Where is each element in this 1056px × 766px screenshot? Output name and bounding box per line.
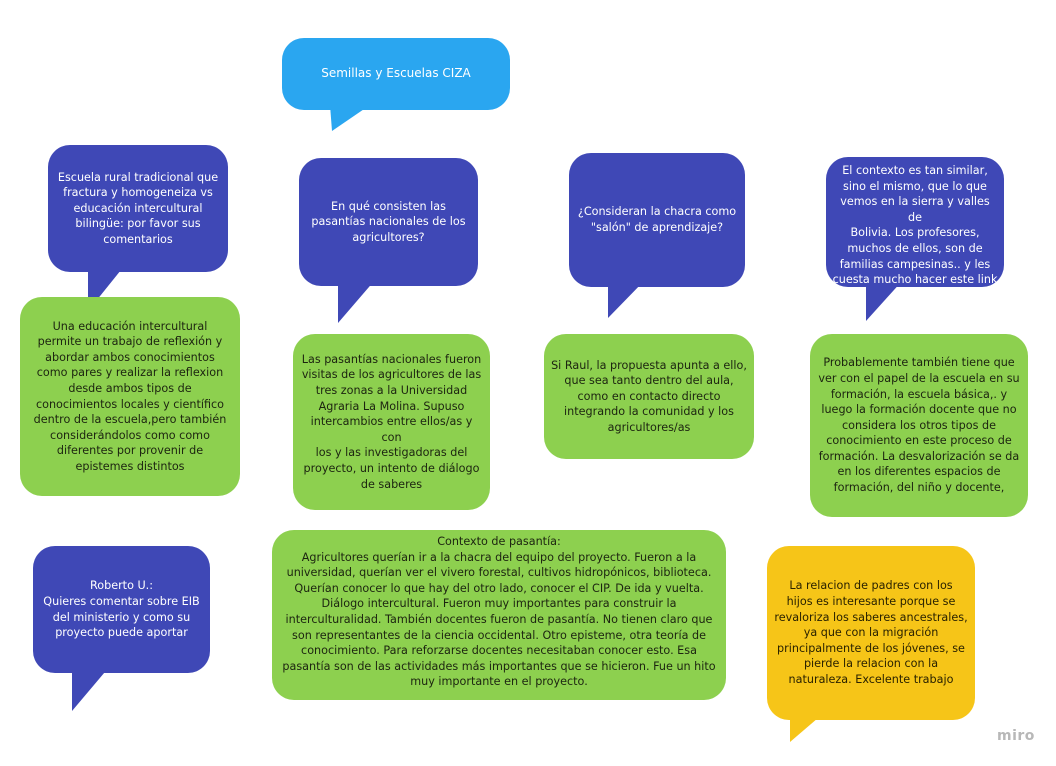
question-note-2[interactable]: En qué consisten las pasantías nacionale… bbox=[299, 158, 478, 286]
question-note-5[interactable]: Roberto U.: Quieres comentar sobre EIB d… bbox=[33, 546, 210, 673]
question-5-tail bbox=[72, 666, 110, 711]
question-note-1[interactable]: Escuela rural tradicional que fractura y… bbox=[48, 145, 228, 272]
title-note[interactable]: Semillas y Escuelas CIZA bbox=[282, 38, 510, 110]
question-note-4[interactable]: El contexto es tan similar, sino el mism… bbox=[826, 157, 1004, 287]
question-4-tail bbox=[866, 280, 903, 321]
context-note[interactable]: Contexto de pasantía: Agricultores querí… bbox=[272, 530, 726, 700]
title-note-tail bbox=[330, 105, 370, 131]
question-3-tail bbox=[608, 280, 645, 318]
answer-note-4[interactable]: Probablemente también tiene que ver con … bbox=[810, 334, 1028, 517]
answer-note-3[interactable]: Si Raul, la propuesta apunta a ello, que… bbox=[544, 334, 754, 459]
comment-note[interactable]: La relacion de padres con los hijos es i… bbox=[767, 546, 975, 720]
question-note-3[interactable]: ¿Consideran la chacra como "salón" de ap… bbox=[569, 153, 745, 287]
miro-watermark: miro bbox=[997, 728, 1035, 744]
answer-note-2[interactable]: Las pasantías nacionales fueron visitas … bbox=[293, 334, 490, 510]
answer-note-1[interactable]: Una educación intercultural permite un t… bbox=[20, 297, 240, 496]
question-2-tail bbox=[338, 280, 375, 323]
